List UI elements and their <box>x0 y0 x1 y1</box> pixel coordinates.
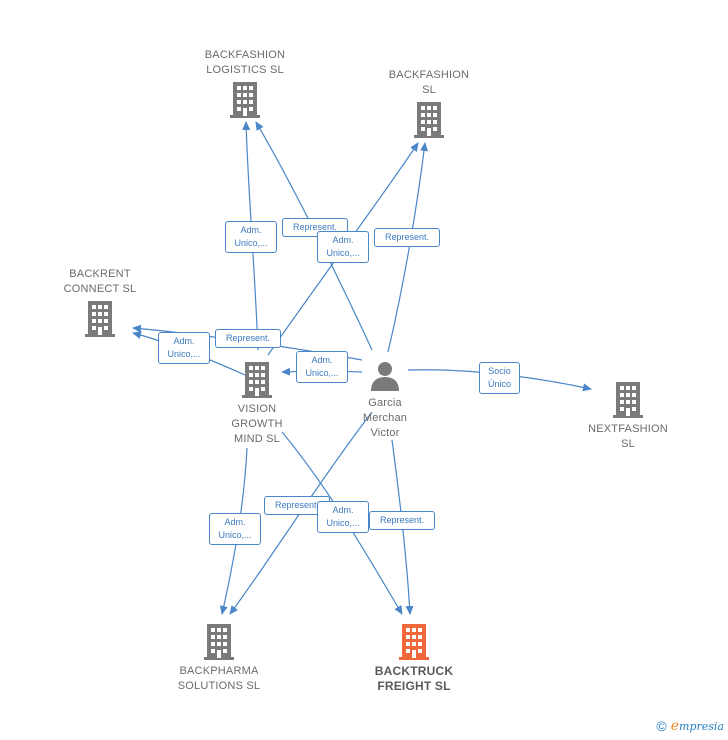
edge-label-gm-backtruck[interactable]: Represent. <box>369 511 435 530</box>
edge-label-gm-nextfashion[interactable]: Socio Único <box>479 362 520 394</box>
edge-label-vgm-backrent[interactable]: Adm. Unico,... <box>158 332 210 364</box>
building-icon <box>230 82 260 118</box>
edge-label-vgm-backpharma[interactable]: Adm. Unico,... <box>209 513 261 545</box>
building-icon <box>414 102 444 138</box>
node-label: BACKRENT CONNECT SL <box>63 268 137 295</box>
building-icon <box>613 382 643 418</box>
node-label: BACKTRUCK FREIGHT SL <box>374 664 454 693</box>
node-backfashion[interactable]: BACKFASHION SL <box>369 68 489 138</box>
node-backfashion-logistics[interactable]: BACKFASHION LOGISTICS SL <box>185 48 305 118</box>
node-vision-growth-mind[interactable]: VISION GROWTH MIND SL <box>197 362 317 447</box>
building-icon <box>85 301 115 337</box>
node-label: BACKFASHION SL <box>388 69 470 96</box>
node-backtruck-freight[interactable]: BACKTRUCK FREIGHT SL <box>354 624 474 694</box>
node-label: BACKFASHION LOGISTICS SL <box>204 49 286 76</box>
edge-gm-backfashion <box>387 142 428 353</box>
person-icon <box>371 362 399 391</box>
node-backrent-connect[interactable]: BACKRENT CONNECT SL <box>40 267 160 337</box>
node-label: BACKPHARMA SOLUTIONS SL <box>177 665 261 692</box>
edge-label-gm-backrent[interactable]: Represent. <box>215 329 281 348</box>
node-nextfashion[interactable]: NEXTFASHION SL <box>568 382 688 452</box>
node-label: VISION GROWTH MIND SL <box>231 403 283 445</box>
building-icon <box>204 624 234 660</box>
edge-label-gm-vgm[interactable]: Adm. Unico,... <box>296 351 348 383</box>
edge-label-vgm-backtruck[interactable]: Adm. Unico,... <box>317 501 369 533</box>
node-garcia-merchan-victor[interactable]: Garcia Merchan Victor <box>325 360 445 441</box>
brand-logo: empresia <box>670 718 724 734</box>
node-label: NEXTFASHION SL <box>588 423 668 450</box>
edge-label-vgm-logistics[interactable]: Adm. Unico,... <box>225 221 277 253</box>
edge-label-vgm-backfashion[interactable]: Adm. Unico,... <box>317 231 369 263</box>
edge-label-gm-backfashion[interactable]: Represent. <box>374 228 440 247</box>
footer-brand: © empresia <box>656 718 724 734</box>
copyright-icon: © <box>656 718 667 734</box>
edge-gm-backpharma <box>229 411 373 615</box>
node-label: Garcia Merchan Victor <box>362 397 408 439</box>
building-icon-highlighted <box>399 624 429 660</box>
building-icon <box>242 362 272 398</box>
node-backpharma-solutions[interactable]: BACKPHARMA SOLUTIONS SL <box>159 624 279 694</box>
edge-label-gm-backpharma[interactable]: Represent. <box>264 496 330 515</box>
